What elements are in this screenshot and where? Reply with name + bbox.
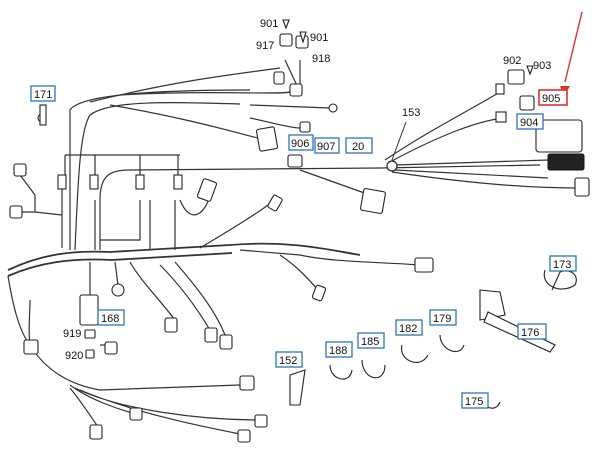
label-188: 188 — [325, 341, 353, 358]
svg-text:905: 905 — [542, 93, 560, 105]
label-918: 918 — [312, 53, 330, 65]
svg-text:173: 173 — [553, 259, 571, 271]
label-901a: 901 — [260, 18, 278, 30]
connectors — [9, 33, 590, 443]
label-920: 920 — [65, 350, 83, 362]
svg-text:185: 185 — [361, 336, 379, 348]
svg-text:904: 904 — [520, 117, 538, 129]
label-171: 171 — [30, 85, 56, 102]
svg-text:182: 182 — [399, 323, 417, 335]
label-173: 173 — [549, 255, 577, 272]
svg-text:188: 188 — [329, 345, 347, 357]
clips — [289, 269, 577, 409]
label-906: 906 — [288, 134, 314, 151]
label-919: 919 — [63, 328, 81, 340]
label-20: 20 — [345, 137, 373, 154]
label-152: 152 — [275, 351, 303, 368]
label-168: 168 — [97, 309, 125, 326]
label-182: 182 — [395, 319, 423, 336]
label-901b: 901 — [310, 32, 328, 44]
label-917: 917 — [256, 40, 274, 52]
small-parts — [84, 19, 534, 359]
svg-text:20: 20 — [352, 141, 364, 153]
plain-labels: 901 901 917 918 902 903 153 919 920 — [63, 18, 551, 362]
label-153: 153 — [402, 107, 420, 119]
label-175: 175 — [461, 392, 489, 409]
label-903: 903 — [533, 60, 551, 72]
svg-text:907: 907 — [317, 141, 335, 153]
svg-text:168: 168 — [101, 313, 119, 325]
harness-trunk — [7, 59, 576, 436]
svg-text:179: 179 — [433, 313, 451, 325]
label-179: 179 — [429, 309, 457, 326]
label-907: 907 — [314, 137, 340, 154]
svg-text:176: 176 — [521, 327, 539, 339]
label-902: 902 — [503, 55, 521, 67]
boxed-labels: 171 905 904 906 907 20 173 168 — [30, 85, 577, 409]
label-904: 904 — [516, 113, 544, 130]
svg-text:906: 906 — [291, 138, 309, 150]
svg-text:171: 171 — [34, 89, 52, 101]
svg-text:152: 152 — [279, 355, 297, 367]
highlight-arrow — [560, 11, 583, 96]
label-185: 185 — [357, 332, 385, 349]
label-905: 905 — [538, 89, 568, 106]
label-176: 176 — [517, 323, 547, 340]
svg-text:175: 175 — [465, 396, 483, 408]
